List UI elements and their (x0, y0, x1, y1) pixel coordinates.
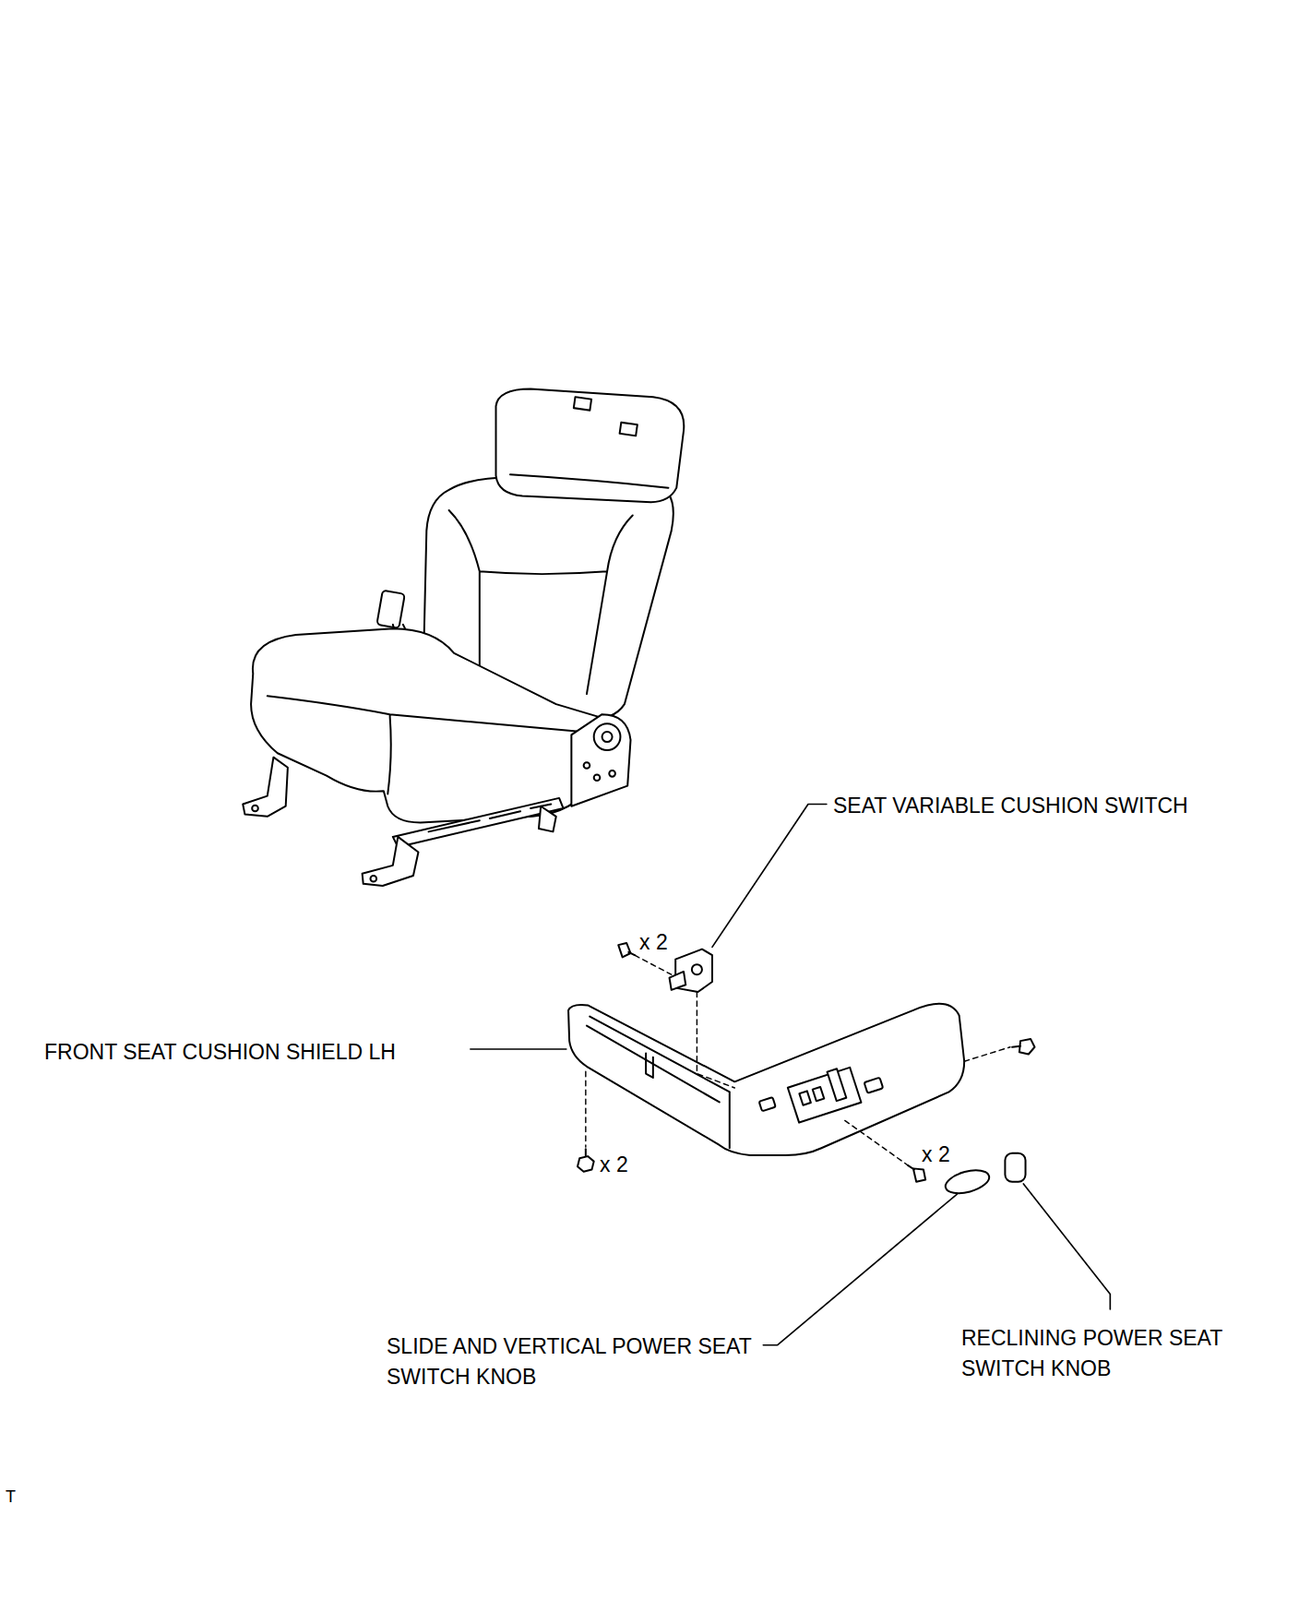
dashed-guide (584, 1071, 586, 1147)
seat-cushion (250, 628, 613, 823)
dashed-guide (845, 1120, 909, 1166)
dashed-guide (964, 1047, 1011, 1061)
screw-shank (907, 1165, 915, 1169)
switch-button (798, 1090, 811, 1105)
cushion-seam (267, 695, 593, 794)
screw (913, 1167, 926, 1181)
screw (577, 1155, 595, 1172)
screw-shank (584, 1148, 587, 1156)
quantity: x 2 (639, 927, 695, 958)
power-seat-switch-panel (787, 1067, 862, 1123)
front-seat-cushion-shield (568, 1003, 965, 1156)
quantity: x 2 (921, 1139, 978, 1170)
bolt-hole (369, 875, 377, 882)
part-name: SEAT VARIABLE CUSHION SWITCH (833, 790, 1276, 822)
dashed-guide (696, 991, 735, 1088)
screw-shank (1012, 1046, 1021, 1048)
screws (577, 942, 1035, 1182)
figure-mark: T (5, 1481, 43, 1513)
seat-rail (429, 804, 552, 833)
shield-button (759, 1096, 776, 1111)
dashed-guide (634, 954, 672, 975)
dashed-guide (585, 954, 1011, 1166)
screw (618, 942, 631, 957)
rivet (583, 762, 591, 769)
leader-line (762, 1193, 957, 1346)
part-name: FRONT SEAT CUSHION SHIELD LH (44, 1036, 469, 1068)
variable-cushion-switch (669, 949, 713, 992)
leader-line (1023, 1183, 1110, 1310)
recliner-disc (594, 723, 621, 751)
leader-line (470, 1048, 567, 1050)
seat-belt-buckle (376, 590, 405, 629)
cushion-shield (568, 1003, 965, 1156)
part-name: SLIDE AND VERTICAL POWER SEAT SWITCH KNO… (386, 1331, 775, 1393)
switch-button (812, 1086, 825, 1101)
recliner-disc (602, 731, 613, 742)
rivet (608, 770, 616, 777)
switch-button (827, 1068, 847, 1101)
screw (1019, 1038, 1036, 1055)
knobs (942, 1153, 1025, 1198)
front-seat (242, 388, 684, 886)
recliner-plate (571, 714, 631, 807)
quantity: x 2 (599, 1149, 656, 1180)
rivet (594, 774, 601, 781)
leader-line (712, 804, 827, 948)
headrest-seam (510, 474, 668, 488)
exploded-illustration (242, 388, 1110, 1345)
headrest-button (573, 396, 592, 411)
seat-rail (393, 798, 564, 847)
seat-bracket (538, 806, 557, 833)
seat-bracket (242, 757, 288, 817)
leader-line (470, 804, 1110, 1346)
shield-button (864, 1077, 884, 1094)
headrest-button (619, 422, 638, 437)
shield-edge (586, 1016, 730, 1149)
bolt-hole (251, 805, 259, 812)
seat-bracket (362, 836, 419, 886)
slide-and-vertical-knob (942, 1166, 992, 1198)
reclining-knob (1004, 1153, 1025, 1182)
screw-shank (628, 952, 635, 955)
seat-headrest (496, 388, 685, 502)
switch-hole (691, 964, 703, 975)
part-name: RECLINING POWER SEAT SWITCH KNOB (961, 1322, 1294, 1384)
shield-slot (645, 1052, 654, 1078)
